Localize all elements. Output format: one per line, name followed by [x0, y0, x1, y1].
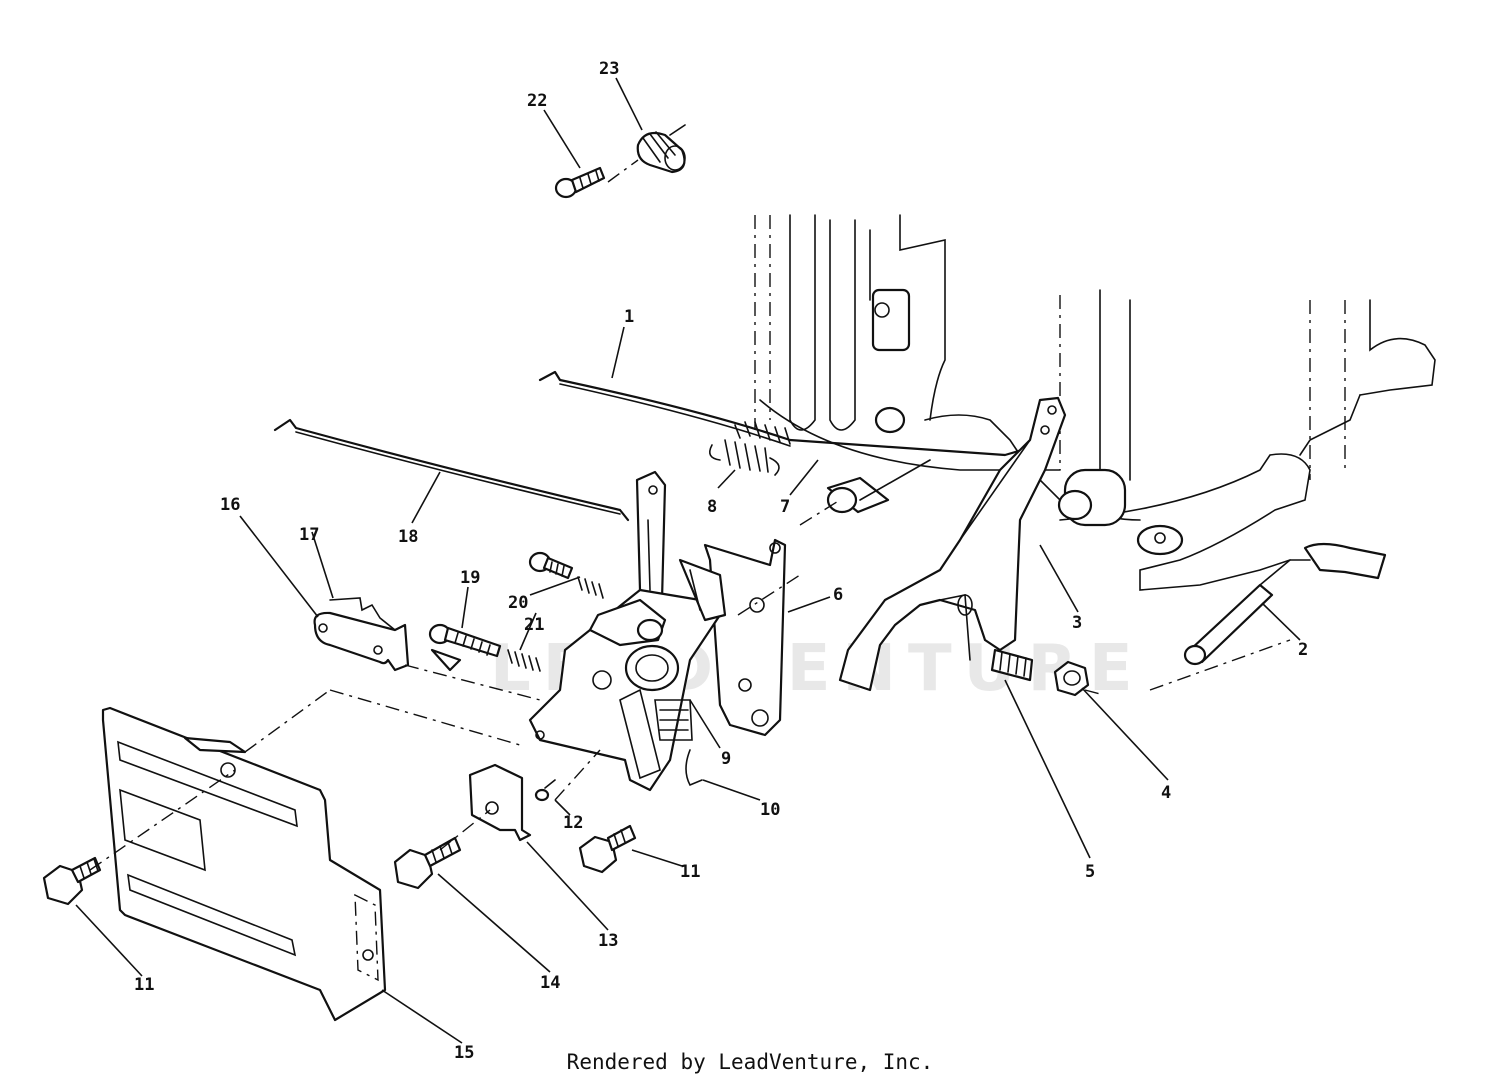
callout-6: 6 — [833, 585, 843, 605]
callout-4: 4 — [1161, 783, 1171, 803]
callout-23: 23 — [599, 59, 619, 79]
part-11-bolt-left — [42, 856, 102, 906]
callout-7: 7 — [780, 497, 790, 517]
part-1-throttle-rod — [538, 370, 1024, 457]
callout-19: 19 — [460, 568, 480, 588]
part-10-clip — [685, 749, 703, 787]
part-23-swivel — [636, 124, 686, 174]
part-21-spring — [507, 576, 604, 672]
engine-block — [754, 214, 1436, 691]
callout-3: 3 — [1072, 613, 1082, 633]
callout-12: 12 — [563, 813, 583, 833]
callout-9: 9 — [721, 749, 731, 769]
part-14-bolt — [393, 836, 462, 890]
callout-20: 20 — [508, 593, 528, 613]
part-7-bushing — [826, 459, 931, 514]
callout-2: 2 — [1298, 640, 1308, 660]
callout-22: 22 — [527, 91, 547, 111]
part-19-screw — [428, 623, 502, 658]
callout-11-left: 11 — [134, 975, 154, 995]
alignment-lines — [89, 159, 1101, 871]
callout-15: 15 — [454, 1043, 474, 1063]
part-5-throttle-lever — [838, 396, 1067, 692]
part-15-panel — [101, 706, 387, 1022]
callout-16: 16 — [220, 495, 240, 515]
part-4-nut — [1053, 660, 1090, 697]
callout-1: 1 — [624, 307, 634, 327]
part-20-screw — [528, 551, 574, 580]
part-16-17-choke-link — [313, 597, 462, 672]
callout-10: 10 — [760, 800, 780, 820]
callout-17: 17 — [299, 525, 319, 545]
callout-11-right: 11 — [680, 862, 700, 882]
callout-labels: 1 2 3 4 5 6 7 8 9 10 11 11 12 13 14 15 1… — [134, 59, 1308, 1063]
part-8-spring — [709, 439, 780, 476]
part-2-shaft — [1183, 542, 1387, 666]
callout-21: 21 — [524, 615, 544, 635]
part-13-bracket — [468, 763, 532, 842]
part-6-mounting-plate — [703, 538, 787, 737]
control-bracket-assembly — [528, 470, 727, 792]
callout-14: 14 — [540, 973, 560, 993]
part-22-screw — [554, 166, 606, 199]
leader-lines — [75, 77, 1301, 1044]
callout-13: 13 — [598, 931, 618, 951]
part-11-bolt-right — [578, 824, 637, 874]
footer-credit: Rendered by LeadVenture, Inc. — [566, 1050, 934, 1074]
part-12-pin — [534, 779, 556, 802]
callout-18: 18 — [398, 527, 418, 547]
callout-8: 8 — [707, 497, 717, 517]
callout-5: 5 — [1085, 862, 1095, 882]
part-18-governor-rod — [273, 418, 630, 522]
